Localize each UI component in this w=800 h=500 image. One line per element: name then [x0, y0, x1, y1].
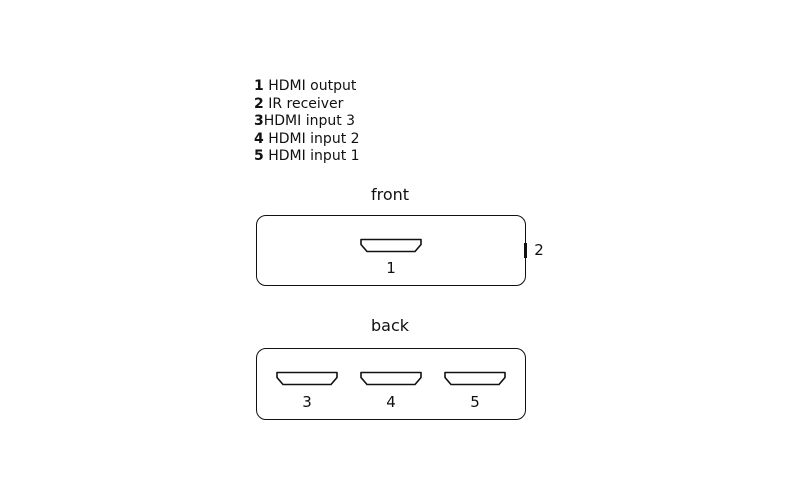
hdmi-port-icon: [276, 371, 338, 386]
legend-item-3: 3HDMI input 3: [254, 113, 360, 131]
legend-item-5: 5 HDMI input 1: [254, 148, 360, 166]
legend-label: HDMI input 3: [263, 113, 356, 129]
legend-label: HDMI input 2: [268, 130, 360, 147]
legend-item-2: 2 IR receiver: [254, 96, 360, 114]
port-label-1: 1: [386, 259, 396, 277]
back-label: back: [370, 316, 410, 335]
port-label-3: 3: [302, 393, 312, 411]
ir-receiver-icon: [524, 243, 527, 258]
hdmi-port-icon: [360, 238, 422, 253]
back-panel: [256, 348, 526, 420]
front-label: front: [370, 185, 410, 204]
hdmi-port-icon: [444, 371, 506, 386]
hdmi-port-icon: [360, 371, 422, 386]
legend-number: 4: [254, 130, 264, 147]
legend: 1 HDMI output 2 IR receiver 3HDMI input …: [254, 78, 360, 166]
port-label-4: 4: [386, 393, 396, 411]
port-label-5: 5: [470, 393, 480, 411]
ir-label: 2: [534, 241, 544, 259]
legend-number: 1: [254, 78, 264, 94]
legend-number: 5: [254, 148, 264, 164]
legend-item-1: 1 HDMI output: [254, 78, 360, 96]
legend-label: IR receiver: [268, 95, 344, 112]
legend-number: 2: [254, 95, 264, 112]
legend-label: HDMI input 1: [268, 148, 360, 164]
legend-item-4: 4 HDMI input 2: [254, 131, 360, 149]
legend-number: 3: [254, 113, 264, 129]
legend-label: HDMI output: [268, 78, 357, 94]
